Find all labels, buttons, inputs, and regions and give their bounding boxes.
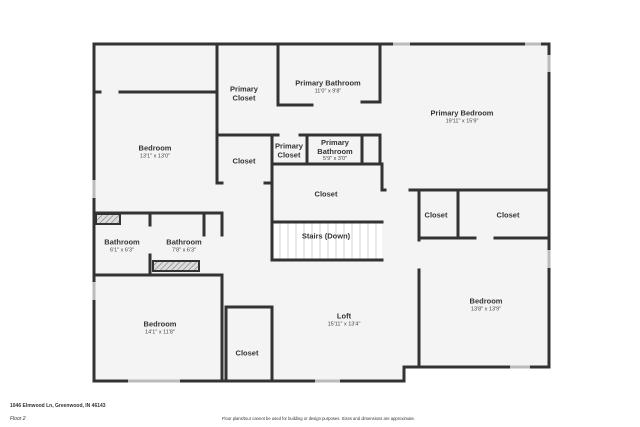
room-label: Primary Closet — [271, 141, 307, 159]
disclaimer: Floor plans/tour cannot be used for buil… — [222, 416, 415, 421]
room-label: Closet — [424, 210, 448, 221]
room-name: Loft — [336, 311, 352, 321]
room-name: Closet — [235, 348, 259, 358]
room-name: Bedroom — [143, 319, 177, 329]
room-label: Closet — [496, 210, 520, 221]
windows — [92, 42, 551, 383]
stair-treads — [279, 223, 377, 259]
room-dimensions: 13'1" x 13'0" — [139, 153, 171, 160]
room-name: Bathroom — [104, 237, 140, 247]
room-name: Primary Closet — [275, 141, 303, 159]
room-dimensions: 5'9" x 3'0" — [322, 156, 348, 163]
room-label: Closet — [232, 156, 256, 167]
room-name: Closet — [424, 210, 448, 220]
room-name: Primary Bedroom — [430, 108, 494, 118]
room-name: Bedroom — [469, 296, 503, 306]
room-dimensions: 11'0" x 9'8" — [314, 88, 342, 95]
address: 1046 Elmwood Ln, Greenwood, IN 46143 — [10, 403, 106, 409]
room-dimensions: 7'8" x 6'3" — [171, 247, 197, 254]
room-dimensions: 14'1" x 11'8" — [145, 329, 175, 336]
room-dimensions: 6'1" x 6'3" — [109, 247, 135, 254]
room-dimensions: 15'11" x 13'4" — [327, 321, 361, 328]
room-dimensions: 13'8" x 13'9" — [470, 306, 502, 313]
stairs — [272, 222, 382, 260]
room-name: Closet — [314, 189, 338, 199]
room-name: Bedroom — [138, 143, 172, 153]
room-label: Stairs (Down) — [301, 231, 351, 242]
room-name: Primary Closet — [230, 84, 258, 102]
room-label: Closet — [314, 189, 338, 200]
room-label: Primary Closet — [226, 84, 262, 102]
hatched-fixture — [95, 213, 121, 225]
room-name: Closet — [496, 210, 520, 220]
hatched-fixture — [152, 260, 200, 272]
room-name: Bathroom — [166, 237, 202, 247]
floor-area — [94, 44, 549, 381]
room-label: Closet — [235, 348, 259, 359]
room-name: Primary Bathroom — [295, 78, 361, 88]
walls — [92, 42, 551, 383]
room-name: Stairs (Down) — [301, 231, 351, 241]
room-dimensions: 19'11" x 15'9" — [445, 118, 479, 125]
room-name: Closet — [232, 156, 256, 166]
room-name: Primary Bathroom — [317, 138, 353, 156]
floor-label: Floor 2 — [10, 416, 26, 422]
